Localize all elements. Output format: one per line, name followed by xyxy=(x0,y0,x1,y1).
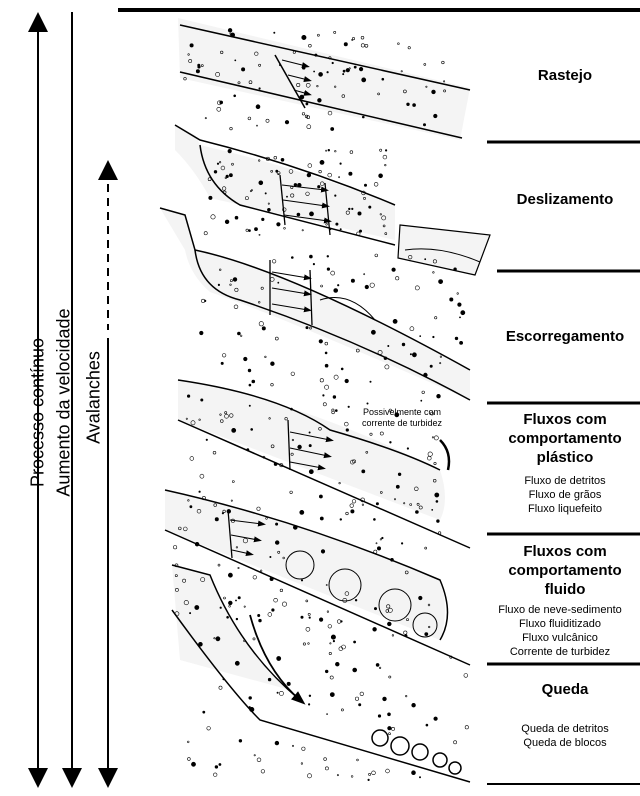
category-slump: Escorregamento xyxy=(490,327,640,346)
subtype-liquefied-flow: Fluxo liquefeito xyxy=(490,502,640,516)
subtype-debris-flow: Fluxo de detritos xyxy=(490,474,640,488)
fluid-title-line-3: fluido xyxy=(490,580,640,599)
creep-sketch xyxy=(178,18,470,140)
category-fall: Queda xyxy=(490,680,640,699)
fluid-title-line-2: comportamento xyxy=(490,561,640,580)
fluid-title-line-1: Fluxos com xyxy=(490,542,640,561)
category-slide: Deslizamento xyxy=(490,190,640,209)
fluid-subtypes: Fluxo de neve-sedimento Fluxo fluiditiza… xyxy=(480,603,640,659)
continuous-process-label: Processo contínuo xyxy=(28,317,49,509)
turbidity-annotation: Possivelmente com corrente de turbidez xyxy=(342,407,462,429)
subtype-turbidity-current: Corrente de turbidez xyxy=(480,645,640,659)
annotation-line-2: corrente de turbidez xyxy=(342,418,462,429)
category-creep: Rastejo xyxy=(490,66,640,85)
plastic-title-line-3: plástico xyxy=(490,448,640,467)
subtype-block-fall: Queda de blocos xyxy=(490,736,640,750)
subtype-volcanic-flow: Fluxo vulcânico xyxy=(480,631,640,645)
fall-subtypes: Queda de detritos Queda de blocos xyxy=(490,722,640,750)
subtype-debris-fall: Queda de detritos xyxy=(490,722,640,736)
subtype-grain-flow: Fluxo de grãos xyxy=(490,488,640,502)
plastic-title-line-1: Fluxos com xyxy=(490,410,640,429)
category-plastic-flow: Fluxos com comportamento plástico xyxy=(490,410,640,467)
slide-sketch xyxy=(175,125,490,275)
subtype-snow-sediment-flow: Fluxo de neve-sedimento xyxy=(480,603,640,617)
annotation-line-1: Possivelmente com xyxy=(342,407,462,418)
velocity-label: Aumento da velocidade xyxy=(54,298,75,508)
avalanches-label: Avalanches xyxy=(84,348,105,448)
plastic-subtypes: Fluxo de detritos Fluxo de grãos Fluxo l… xyxy=(490,474,640,516)
plastic-title-line-2: comportamento xyxy=(490,429,640,448)
category-fluid-flow: Fluxos com comportamento fluido xyxy=(490,542,640,599)
subtype-fluidized-flow: Fluxo fluiditizado xyxy=(480,617,640,631)
